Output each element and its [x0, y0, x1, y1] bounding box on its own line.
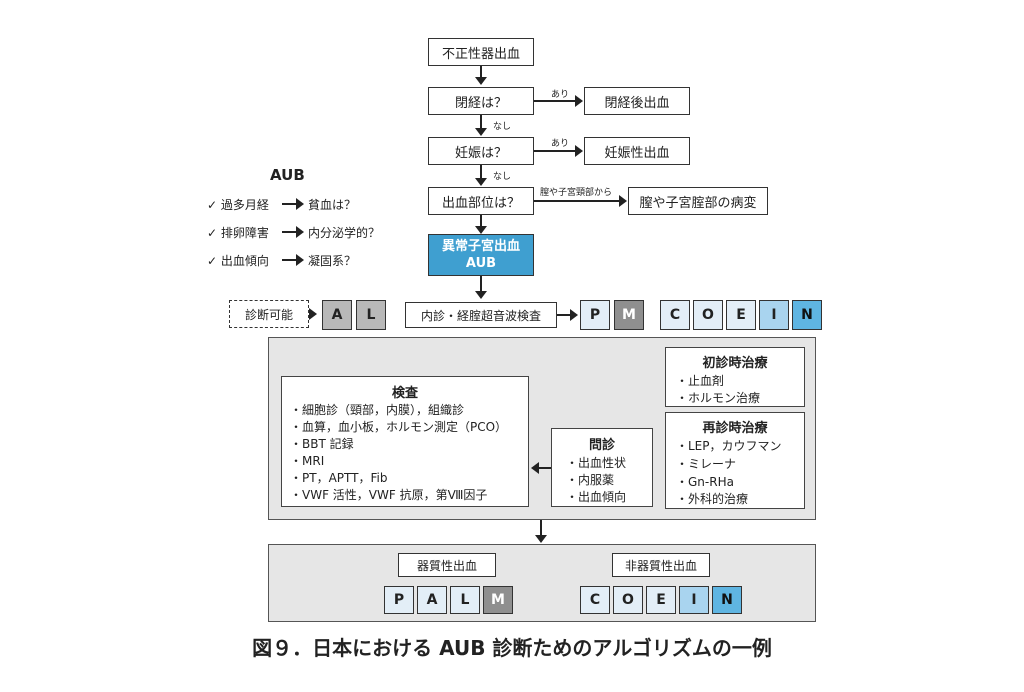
aub-item-right: 貧血は？ [308, 198, 357, 212]
tests-item: ・PT，APTT，Fib [290, 471, 388, 485]
inquiry-item: ・出血性状 [566, 456, 627, 470]
site-question-box: 出血部位は？ [428, 187, 534, 215]
arrow-head-left [531, 462, 539, 474]
cell-e: E [726, 300, 756, 330]
arrow-line [539, 467, 551, 469]
arrow-line [480, 66, 482, 78]
arrow-head-right [309, 308, 317, 320]
arrow-line [480, 165, 482, 179]
pregnancy-bleeding-box: 妊娠性出血 [584, 137, 690, 165]
arrow-head-down [475, 178, 487, 186]
exam-box: 内診・経腟超音波検査 [405, 302, 557, 328]
arrow-head-right [575, 145, 583, 157]
arrow-line [540, 520, 542, 536]
cell-p: P [580, 300, 610, 330]
arrow-head-down [475, 77, 487, 85]
arrow-line [282, 259, 298, 261]
revisit-treatment-item: ・Gn-RHa [676, 475, 734, 489]
cell-m: M [483, 586, 513, 614]
inquiry-title: 問診 [588, 438, 615, 453]
inquiry-item: ・出血傾向 [566, 490, 627, 504]
arrow-head-right [296, 198, 304, 210]
cell-o: O [693, 300, 723, 330]
inquiry-item: ・内服薬 [566, 473, 615, 487]
cell-i: I [679, 586, 709, 614]
cell-i: I [759, 300, 789, 330]
edge-label-yes: あり [551, 139, 570, 149]
edge-label-yes: あり [551, 90, 570, 100]
aub-box: 異常子宮出血 AUB [428, 234, 534, 276]
tests-item: ・細胞診（頸部，内膜），組織診 [290, 403, 465, 417]
revisit-treatment-title: 再診時治療 [702, 421, 768, 436]
organic-bleeding-label: 器質性出血 [398, 553, 496, 577]
vaginal-lesion-box: 膣や子宮腟部の病変 [628, 187, 768, 215]
initial-treatment-item: ・ホルモン治療 [676, 391, 761, 405]
aub-item-right: 凝固系？ [308, 254, 357, 268]
cell-l: L [356, 300, 386, 330]
revisit-treatment-item: ・外科的治療 [676, 492, 749, 506]
cell-m: M [614, 300, 644, 330]
arrow-head-right [296, 226, 304, 238]
aub-item-right: 内分泌学的？ [308, 226, 381, 240]
arrow-head-down [475, 291, 487, 299]
tests-item: ・BBT 記録 [290, 437, 354, 451]
cell-p: P [384, 586, 414, 614]
revisit-treatment-box: 再診時治療 ・LEP，カウフマン ・ミレーナ ・Gn-RHa ・外科的治療 [665, 412, 805, 509]
cell-n: N [712, 586, 742, 614]
initial-treatment-box: 初診時治療 ・止血剤 ・ホルモン治療 [665, 347, 805, 407]
arrow-line [282, 231, 298, 233]
tests-title: 検査 [391, 386, 418, 401]
tests-box: 検査 ・細胞診（頸部，内膜），組織診 ・血算，血小板，ホルモン測定（PCO） ・… [281, 376, 529, 507]
arrow-line [480, 115, 482, 129]
initial-treatment-item: ・止血剤 [676, 374, 725, 388]
edge-label-site: 膣や子宮頸部から [540, 188, 613, 198]
tests-item: ・血算，血小板，ホルモン測定（PCO） [290, 420, 508, 434]
revisit-treatment-item: ・LEP，カウフマン [676, 439, 782, 453]
arrow-head-right [619, 195, 627, 207]
cell-a: A [322, 300, 352, 330]
arrow-head-right [575, 95, 583, 107]
arrow-head-right [296, 254, 304, 266]
arrow-head-right [570, 309, 578, 321]
aub-side-title: AUB [270, 166, 305, 184]
initial-treatment-title: 初診時治療 [702, 356, 768, 371]
aub-item-left: ✓ 過多月経 [207, 198, 269, 212]
aub-item-left: ✓ 出血傾向 [207, 254, 269, 268]
arrow-line [480, 276, 482, 292]
cell-e: E [646, 586, 676, 614]
diagnosable-box: 診断可能 [229, 300, 309, 328]
aub-box-line1: 異常子宮出血 [441, 239, 520, 254]
revisit-treatment-item: ・ミレーナ [676, 457, 737, 471]
arrow-head-down [475, 128, 487, 136]
tests-item: ・VWF 活性，VWF 抗原，第Ⅷ因子 [290, 488, 488, 502]
figure-caption: 図９．日本における AUB 診断ためのアルゴリズムの一例 [252, 636, 772, 660]
aub-item-left: ✓ 排卵障害 [207, 226, 269, 240]
arrow-head-down [475, 226, 487, 234]
arrow-line [557, 314, 571, 316]
arrow-line [480, 215, 482, 227]
arrow-line [534, 200, 620, 202]
arrow-line [534, 100, 576, 102]
start-box: 不正性器出血 [428, 38, 534, 66]
tests-item: ・MRI [290, 454, 325, 468]
arrow-head-down [535, 535, 547, 543]
postmenopausal-bleeding-box: 閉経後出血 [584, 87, 690, 115]
cell-o: O [613, 586, 643, 614]
cell-a: A [417, 586, 447, 614]
cell-c: C [660, 300, 690, 330]
arrow-line [534, 150, 576, 152]
cell-l: L [450, 586, 480, 614]
menopause-question-box: 閉経は？ [428, 87, 534, 115]
cell-n: N [792, 300, 822, 330]
arrow-line [282, 203, 298, 205]
inquiry-box: 問診 ・出血性状 ・内服薬 ・出血傾向 [551, 428, 653, 507]
cell-c: C [580, 586, 610, 614]
edge-label-no: なし [493, 172, 512, 182]
nonorganic-bleeding-label: 非器質性出血 [612, 553, 710, 577]
pregnancy-question-box: 妊娠は？ [428, 137, 534, 165]
aub-box-line2: AUB [465, 256, 497, 271]
edge-label-no: なし [493, 122, 512, 132]
